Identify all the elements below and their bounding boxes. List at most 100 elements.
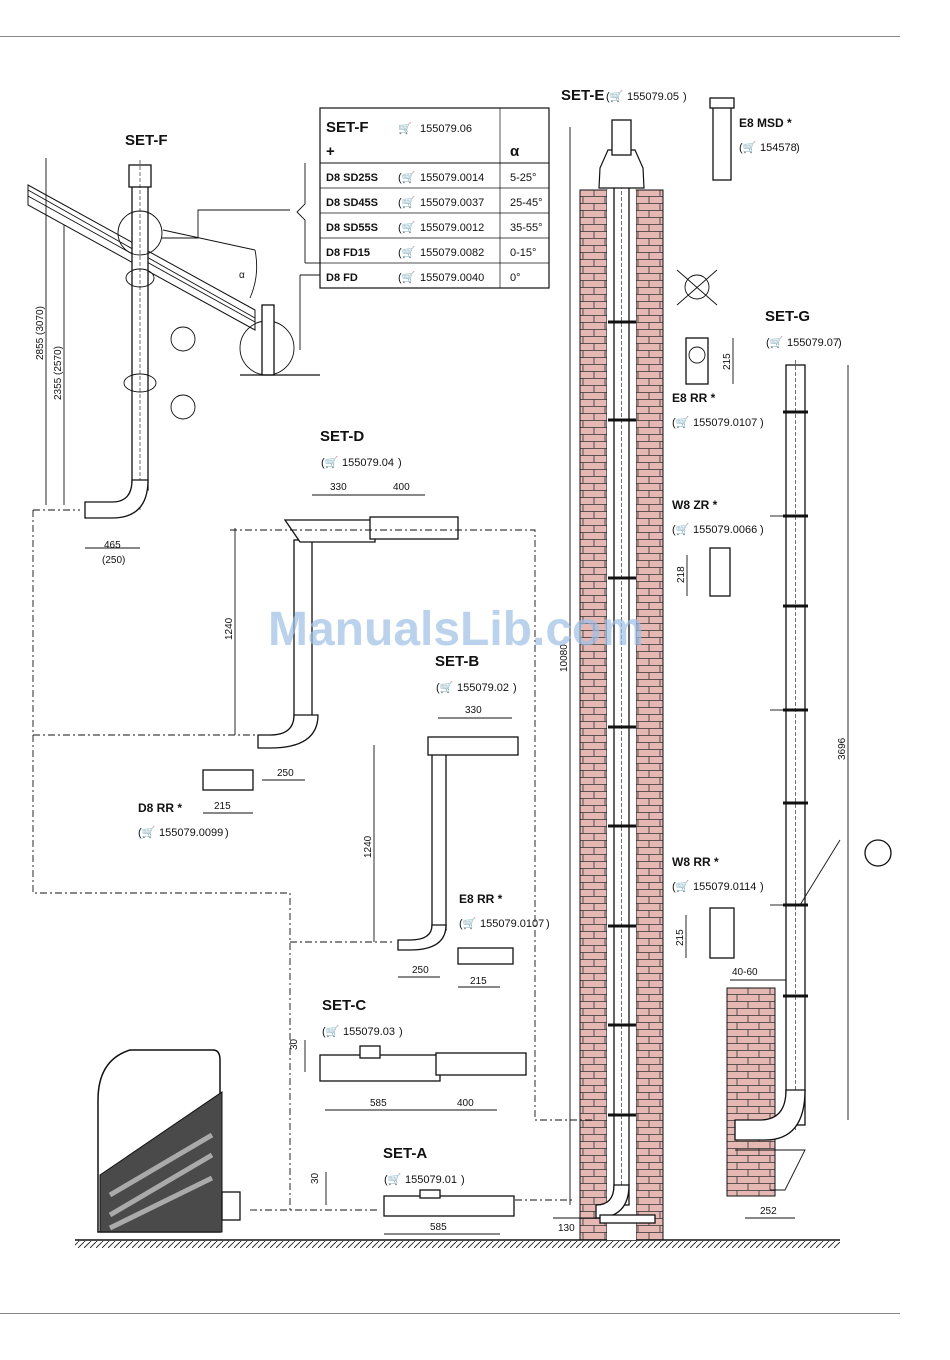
dim-e-10080: 10080 bbox=[559, 644, 570, 672]
table-row-cart-icon: (🛒 bbox=[398, 221, 416, 234]
table-row-cart-icon: (🛒 bbox=[398, 271, 416, 284]
d8-rr-code: 155079.0099 bbox=[159, 827, 223, 839]
d8-rr-label: D8 RR * bbox=[138, 801, 182, 815]
table-row-name: D8 SD45S bbox=[326, 197, 378, 209]
boiler bbox=[97, 1049, 241, 1233]
set-c-cart-icon: (🛒 bbox=[322, 1025, 340, 1038]
table-row-code: 155079.0012 bbox=[420, 222, 484, 234]
svg-text:): ) bbox=[225, 827, 229, 839]
set-g-code: 155079.07 bbox=[787, 337, 839, 349]
dim-b-1240: 1240 bbox=[363, 835, 374, 858]
dimension-lines bbox=[45, 127, 849, 1235]
set-d-cart-icon: (🛒 bbox=[321, 456, 339, 469]
svg-text:): ) bbox=[796, 142, 800, 154]
table-row-angle: 0° bbox=[510, 272, 521, 284]
top-rule bbox=[0, 36, 900, 37]
dim-a-585: 585 bbox=[430, 1222, 447, 1233]
table-row-angle: 5-25° bbox=[510, 172, 536, 184]
w8-zr-code: 155079.0066 bbox=[693, 524, 757, 536]
ground-line bbox=[75, 1239, 840, 1248]
table-set-label: SET-F bbox=[326, 119, 369, 136]
svg-text:): ) bbox=[513, 682, 517, 694]
bottom-rule bbox=[0, 1313, 900, 1314]
table-cart-icon: 🛒 bbox=[398, 122, 412, 135]
dim-b-250: 250 bbox=[412, 965, 429, 976]
table-plus: + bbox=[326, 143, 335, 160]
set-g-label: SET-G bbox=[765, 308, 810, 325]
set-e-label: SET-E bbox=[561, 87, 604, 104]
table-row-name: D8 SD25S bbox=[326, 172, 378, 184]
dim-f-2855: 2855 (3070) bbox=[35, 306, 46, 360]
dim-g-252: 252 bbox=[760, 1206, 777, 1217]
dim-e8rr-215: 215 bbox=[722, 353, 733, 370]
table-alpha: α bbox=[510, 143, 520, 160]
e8-rr-top-label: E8 RR * bbox=[672, 391, 716, 405]
set-d-code: 155079.04 bbox=[342, 457, 394, 469]
e8-rr-b-code: 155079.0107 bbox=[480, 918, 544, 930]
table-row-angle: 25-45° bbox=[510, 197, 543, 209]
svg-text:): ) bbox=[398, 457, 402, 469]
table-row-code: 155079.0040 bbox=[420, 272, 484, 284]
set-f-label: SET-F bbox=[125, 132, 168, 149]
dim-d-1240: 1240 bbox=[224, 617, 235, 640]
dim-d-250: 250 bbox=[277, 768, 294, 779]
table-row-cart-icon: (🛒 bbox=[398, 246, 416, 259]
e8-rr-b-cart-icon: (🛒 bbox=[459, 917, 477, 930]
dim-c-585: 585 bbox=[370, 1098, 387, 1109]
table-row-cart-icon: (🛒 bbox=[398, 196, 416, 209]
set-g-wall bbox=[726, 360, 892, 1197]
set-f-table: SET-F + 🛒 155079.06 α D8 SD25S (🛒 155079.0… bbox=[296, 107, 550, 289]
e8-msd-label: E8 MSD * bbox=[739, 116, 792, 130]
table-row-name: D8 SD55S bbox=[326, 222, 378, 234]
svg-text:): ) bbox=[838, 337, 842, 349]
set-a-label: SET-A bbox=[383, 1145, 427, 1162]
set-b-cart-icon: (🛒 bbox=[436, 681, 454, 694]
parts-drawings bbox=[676, 97, 735, 959]
svg-text:): ) bbox=[760, 881, 764, 893]
set-d-label: SET-D bbox=[320, 428, 364, 445]
watermark: ManualsLib.com bbox=[268, 603, 644, 656]
dim-f-465: 465 bbox=[104, 540, 121, 551]
e8-rr-top-code: 155079.0107 bbox=[693, 417, 757, 429]
set-b-code: 155079.02 bbox=[457, 682, 509, 694]
set-f-assembly bbox=[27, 160, 320, 519]
dim-g-40-60: 40-60 bbox=[732, 967, 758, 978]
table-row-code: 155079.0037 bbox=[420, 197, 484, 209]
e8-rr-b-label: E8 RR * bbox=[459, 892, 503, 906]
dim-d-330: 330 bbox=[330, 482, 347, 493]
dim-f-250: (250) bbox=[102, 555, 125, 566]
svg-text:): ) bbox=[760, 524, 764, 536]
set-a-cart-icon: (🛒 bbox=[384, 1173, 402, 1186]
svg-text:): ) bbox=[546, 918, 550, 930]
w8-rr-code: 155079.0114 bbox=[693, 881, 756, 893]
table-header-code: 155079.06 bbox=[420, 123, 472, 135]
dim-w8zr-218: 218 bbox=[676, 566, 687, 583]
w8-zr-cart-icon: (🛒 bbox=[672, 523, 690, 536]
dim-d-215: 215 bbox=[214, 801, 231, 812]
svg-text:): ) bbox=[461, 1174, 465, 1186]
chimney-set-e bbox=[579, 119, 664, 1241]
set-d-assembly bbox=[202, 516, 459, 791]
set-c-assembly bbox=[319, 1045, 527, 1082]
set-c-code: 155079.03 bbox=[343, 1026, 395, 1038]
e8-rr-top-cart-icon: (🛒 bbox=[672, 416, 690, 429]
dim-g-3696: 3696 bbox=[837, 737, 848, 760]
set-b-label: SET-B bbox=[435, 653, 479, 670]
e8-msd-cart-icon: (🛒 bbox=[739, 141, 757, 154]
d8-rr-cart-icon: (🛒 bbox=[138, 826, 156, 839]
dim-e-130: 130 bbox=[558, 1223, 575, 1234]
dim-b-215: 215 bbox=[470, 976, 487, 987]
w8-rr-label: W8 RR * bbox=[672, 855, 719, 869]
dim-a-30: 30 bbox=[310, 1172, 321, 1184]
svg-text:): ) bbox=[683, 91, 687, 103]
e8-msd-code: 154578 bbox=[760, 142, 797, 154]
set-b-assembly bbox=[397, 736, 519, 965]
svg-text:): ) bbox=[399, 1026, 403, 1038]
table-row-name: D8 FD15 bbox=[326, 247, 370, 259]
dim-c-400: 400 bbox=[457, 1098, 474, 1109]
table-row-code: 155079.0082 bbox=[420, 247, 484, 259]
dim-f-alpha: α bbox=[239, 270, 245, 281]
dim-f-2355: 2355 (2570) bbox=[53, 346, 64, 400]
set-c-label: SET-C bbox=[322, 997, 366, 1014]
